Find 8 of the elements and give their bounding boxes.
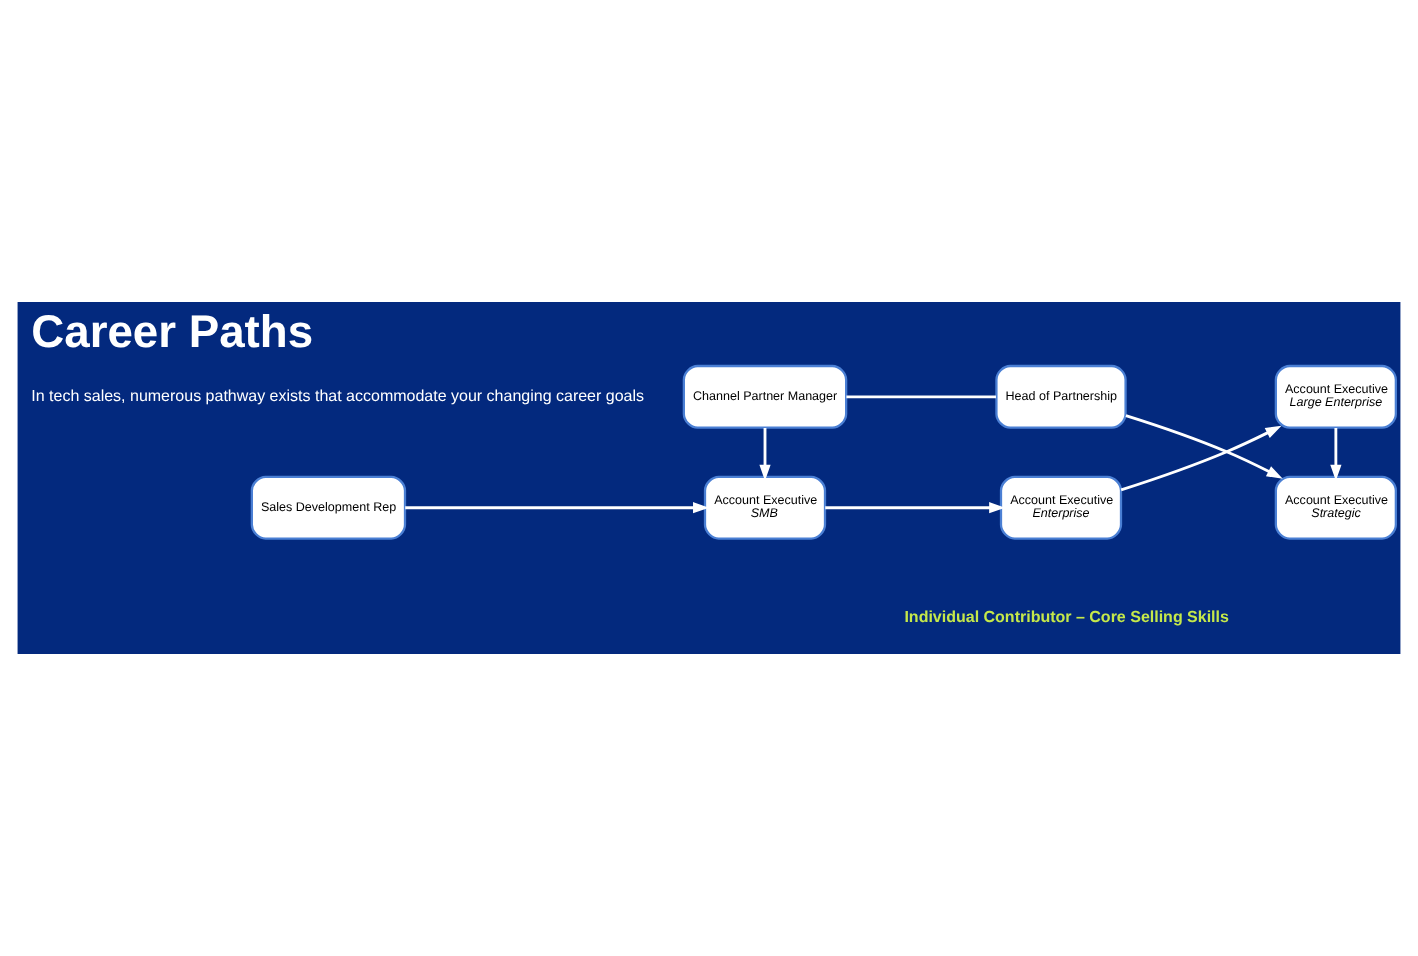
arrow	[1125, 414, 1283, 479]
arrow	[1330, 428, 1342, 481]
diagram-title: Career Paths	[31, 304, 314, 357]
arrow	[825, 502, 1006, 514]
arrow	[759, 428, 771, 481]
connector	[846, 395, 996, 399]
arrow	[405, 502, 710, 514]
arrow	[1120, 425, 1282, 492]
